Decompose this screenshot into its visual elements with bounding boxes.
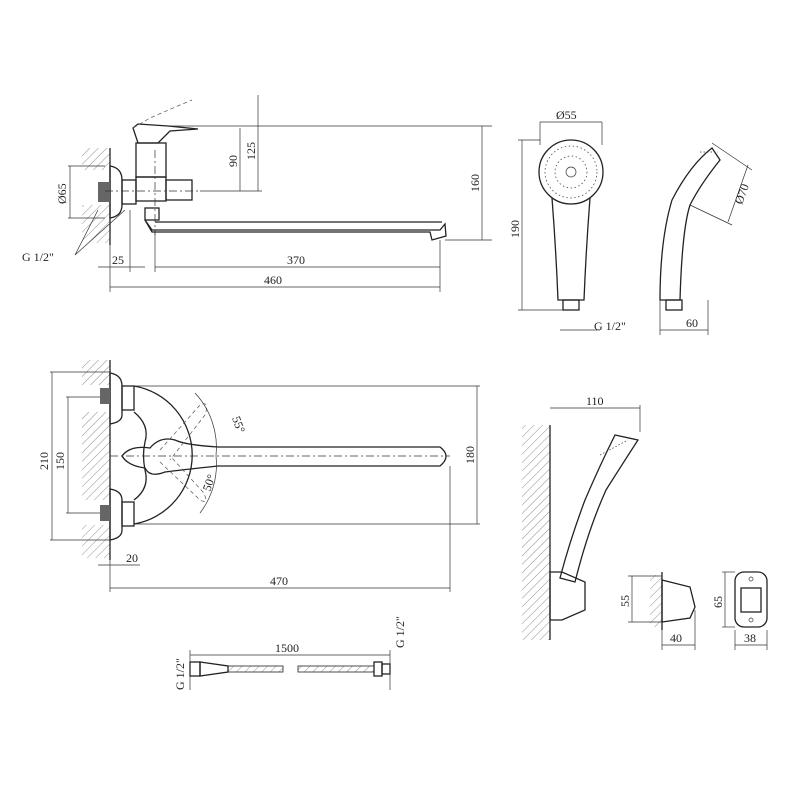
shower-head-front: Ø55 190 G 1/2" xyxy=(508,108,626,333)
dim-holder-height: 55 xyxy=(618,595,632,607)
dim-plate-width: 38 xyxy=(744,631,756,645)
mixer-body xyxy=(135,142,167,178)
mixer-body-arc xyxy=(133,385,193,525)
hose-left xyxy=(227,665,284,673)
holder-view: 110 xyxy=(522,394,641,640)
dim-total-height: 160 xyxy=(468,174,482,192)
thread-stub xyxy=(98,182,110,202)
flange xyxy=(109,165,123,219)
shower-side-outline xyxy=(659,147,721,301)
dim-lever-max-height: 125 xyxy=(244,142,258,160)
dim-holder-depth: 40 xyxy=(670,631,682,645)
hose-thread-left: G 1/2" xyxy=(173,658,187,690)
wall-hatch xyxy=(82,148,110,170)
dim-shower-depth: 60 xyxy=(686,316,698,330)
angle-down: 50° xyxy=(200,472,219,493)
head-face xyxy=(538,139,604,205)
wall-hatch xyxy=(82,205,110,243)
side-view: Ø65 G 1/2" 25 370 460 90 125 160 xyxy=(22,95,492,292)
holder-side: 55 40 xyxy=(618,572,696,650)
holder-plate: 65 38 xyxy=(711,571,768,650)
dim-top-total-length: 470 xyxy=(270,574,288,588)
hose-thread-right: G 1/2" xyxy=(393,616,407,648)
hose-view: 1500 G 1/2" G 1/2" xyxy=(173,616,407,690)
dim-plate-height: 65 xyxy=(711,596,725,608)
dim-total-length: 460 xyxy=(264,273,282,287)
shower-thread-label: G 1/2" xyxy=(594,319,626,333)
thread-label: G 1/2" xyxy=(22,250,54,264)
dim-side-diameter: Ø70 xyxy=(732,182,752,206)
top-view: 55° 50° 210 150 180 20 470 xyxy=(37,360,480,592)
shower-on-holder xyxy=(559,434,640,583)
holder-bracket xyxy=(549,571,586,621)
plate-outline xyxy=(734,571,768,628)
dim-spout-reach: 370 xyxy=(287,253,305,267)
shower-head-side: Ø70 60 xyxy=(659,142,753,335)
angle-up: 55° xyxy=(229,414,248,435)
dim-flange-diameter: Ø65 xyxy=(55,183,69,204)
dim-body-height: 180 xyxy=(463,446,477,464)
dim-wall-offset: 20 xyxy=(126,551,138,565)
holder-side-outline xyxy=(661,579,696,623)
hose-right xyxy=(297,665,375,673)
dim-inlet-spacing: 150 xyxy=(53,452,67,470)
dim-lever-height: 90 xyxy=(226,155,240,167)
dim-outer-height: 210 xyxy=(37,452,51,470)
flange-lower xyxy=(109,488,123,541)
dim-shower-length: 190 xyxy=(508,220,522,238)
dim-offset: 25 xyxy=(112,253,124,267)
lever xyxy=(132,123,199,144)
lever-and-spout xyxy=(121,438,447,475)
spout xyxy=(144,219,447,241)
dim-hose-length: 1500 xyxy=(275,641,299,655)
handle xyxy=(551,197,591,301)
dim-head-diameter: Ø55 xyxy=(556,108,577,122)
dim-holder-reach: 110 xyxy=(586,394,604,408)
flange-upper xyxy=(109,372,123,425)
